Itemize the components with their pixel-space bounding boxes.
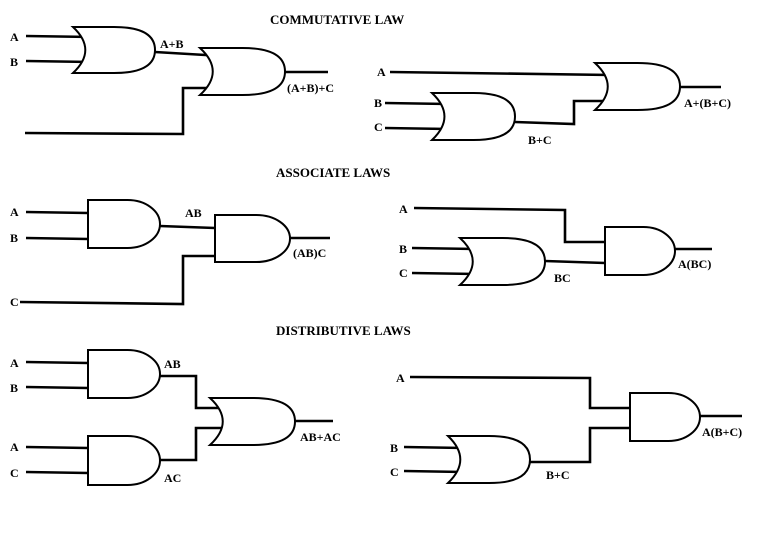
wire — [384, 126, 449, 131]
or-gate — [592, 62, 682, 111]
wire — [25, 236, 89, 241]
intermediate-label: AB — [164, 357, 181, 371]
wire — [530, 426, 630, 464]
or-gate — [70, 26, 157, 74]
output-label: (AB)C — [293, 246, 326, 260]
wire — [25, 210, 89, 215]
input-label: C — [10, 466, 19, 480]
input-label: B — [10, 381, 18, 395]
and-gate — [629, 392, 701, 442]
wire — [25, 360, 89, 365]
wire — [25, 445, 89, 450]
input-label: B — [374, 96, 382, 110]
wire — [411, 246, 477, 251]
section-title-associate: ASSOCIATE LAWS — [276, 165, 390, 180]
and-gate — [87, 199, 161, 249]
intermediate-label: B+C — [546, 468, 570, 482]
output-label: A+(B+C) — [684, 96, 731, 110]
intermediate-label: BC — [554, 271, 571, 285]
input-label: A — [10, 440, 19, 454]
wire — [544, 259, 606, 265]
wire — [24, 86, 214, 136]
wire — [25, 470, 89, 475]
wire — [411, 271, 477, 276]
and-gate — [87, 349, 161, 399]
wire — [25, 385, 89, 390]
wire — [514, 99, 610, 126]
input-label: A — [10, 30, 19, 44]
wire — [159, 224, 216, 230]
intermediate-label: B+C — [528, 133, 552, 147]
input-label: A — [399, 202, 408, 216]
output-label: (A+B)+C — [287, 81, 334, 95]
input-label: C — [399, 266, 408, 280]
intermediate-label: AC — [164, 471, 181, 485]
input-label: A — [377, 65, 386, 79]
wire — [403, 469, 465, 474]
intermediate-label: AB — [185, 206, 202, 220]
input-label: B — [399, 242, 407, 256]
section-title-commutative: COMMUTATIVE LAW — [270, 12, 404, 27]
and-gate — [87, 435, 161, 486]
wire — [413, 206, 605, 244]
output-label: A(BC) — [678, 257, 711, 271]
wire — [160, 426, 224, 462]
section-title-distributive: DISTRIBUTIVE LAWS — [276, 323, 411, 338]
input-label: C — [374, 120, 383, 134]
wire — [409, 375, 630, 410]
input-label: C — [10, 295, 19, 309]
input-label: C — [390, 465, 399, 479]
or-gate — [429, 92, 517, 141]
wire — [19, 254, 215, 306]
wire — [384, 101, 449, 106]
output-label: AB+AC — [300, 430, 341, 444]
input-label: B — [10, 55, 18, 69]
and-gate — [604, 226, 676, 276]
gates — [70, 26, 701, 486]
or-gate — [445, 435, 532, 484]
wire — [160, 374, 224, 410]
input-label: B — [10, 231, 18, 245]
input-label: A — [396, 371, 405, 385]
and-gate — [214, 214, 291, 263]
or-gate — [457, 237, 547, 286]
intermediate-label: A+B — [160, 37, 184, 51]
output-label: A(B+C) — [702, 425, 742, 439]
wire — [389, 70, 612, 77]
or-gate — [197, 47, 287, 96]
input-label: B — [390, 441, 398, 455]
wire — [403, 445, 465, 450]
input-label: A — [10, 356, 19, 370]
input-label: A — [10, 205, 19, 219]
or-gate — [207, 397, 297, 446]
wires — [19, 34, 742, 475]
